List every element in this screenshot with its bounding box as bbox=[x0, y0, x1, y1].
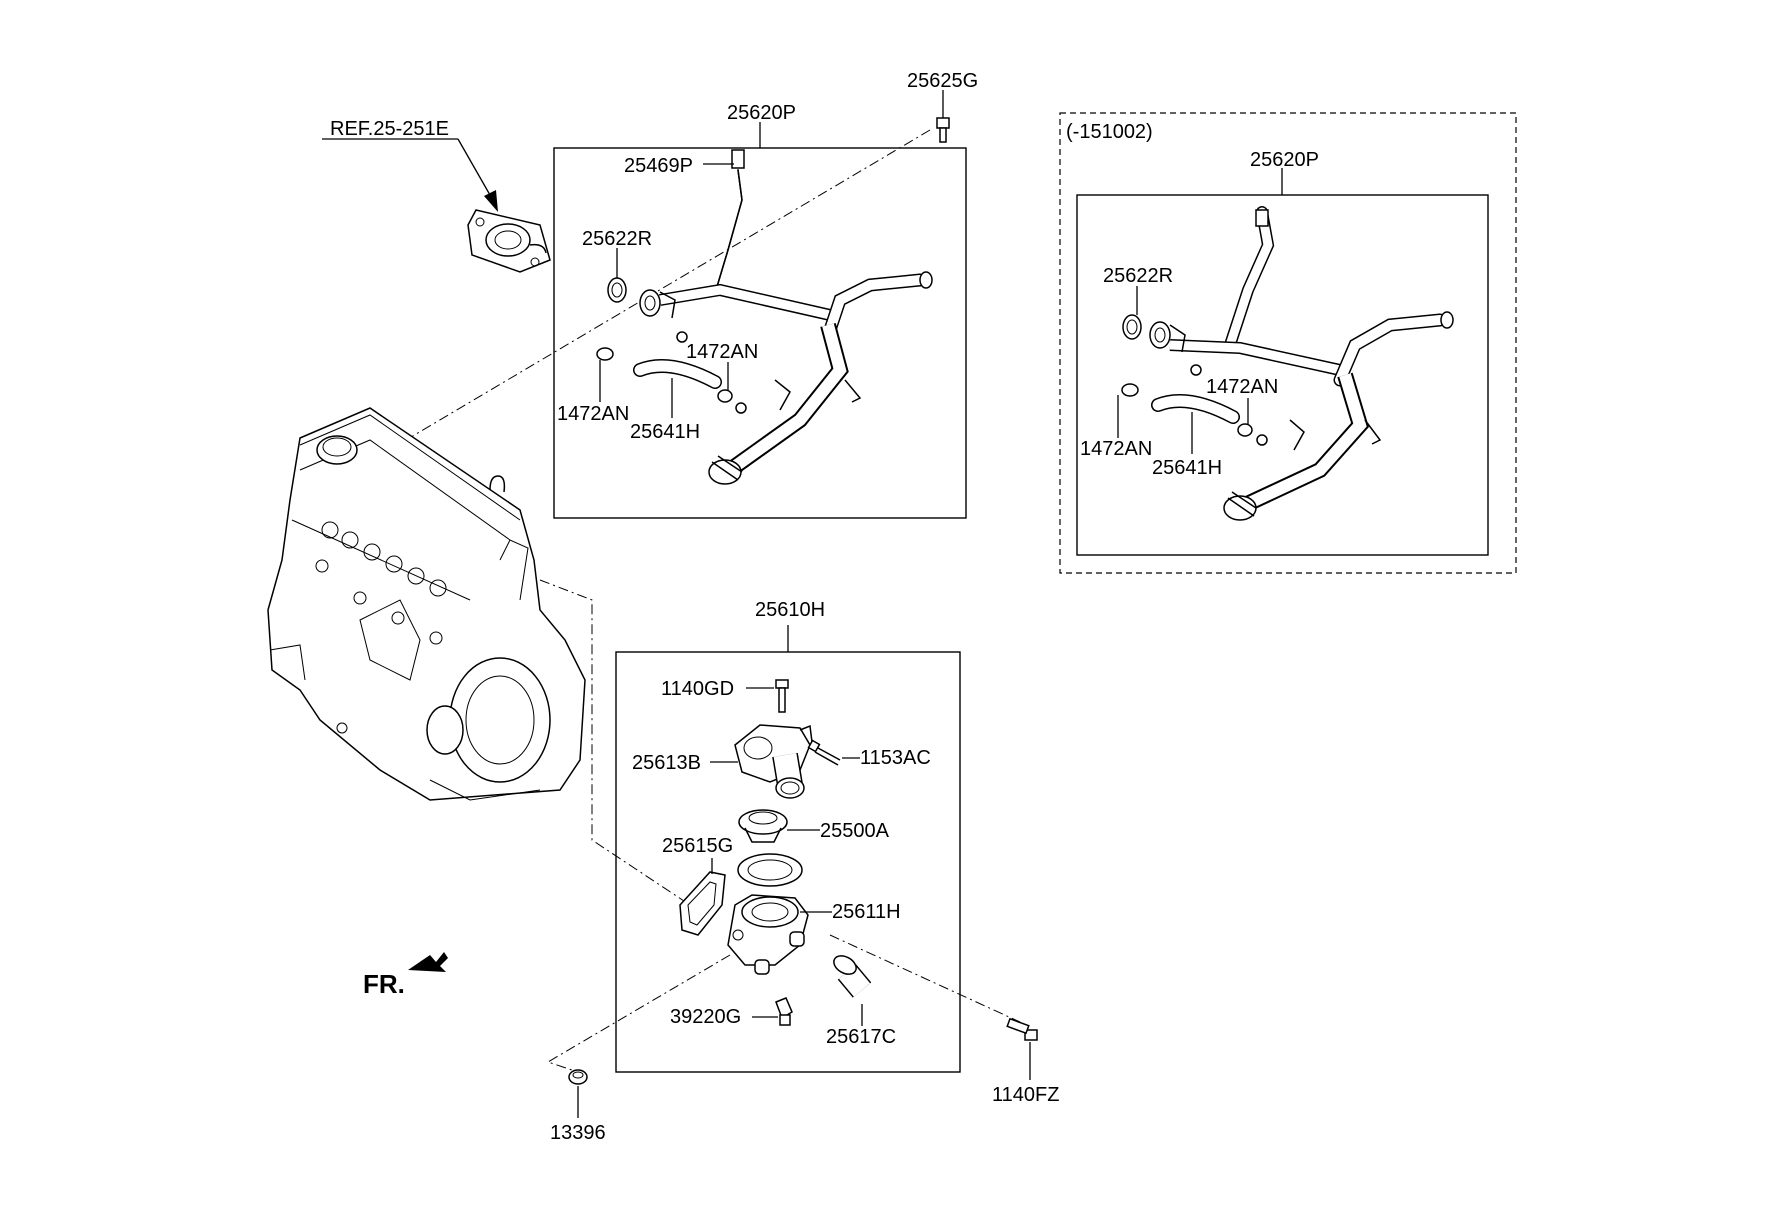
label-25611h: 25611H bbox=[832, 901, 901, 923]
nut-13396 bbox=[568, 1069, 588, 1085]
label-1140fz: 1140FZ bbox=[992, 1084, 1059, 1106]
variant-water-pipe-assembly bbox=[1121, 206, 1454, 521]
bypass-pipe-25617c bbox=[833, 955, 872, 998]
label-25610h: 25610H bbox=[755, 599, 825, 621]
label-1472an-alt-b: 1472AN bbox=[1080, 438, 1152, 460]
water-pipe-assembly bbox=[596, 149, 933, 485]
variant-outer-dashed-box bbox=[1059, 112, 1517, 574]
gasket-25622r-alt bbox=[1122, 314, 1142, 340]
label-25620p-main: 25620P bbox=[727, 102, 796, 124]
label-1140gd: 1140GD bbox=[661, 678, 734, 700]
label-1153ac: 1153AC bbox=[860, 747, 931, 769]
gasket-25615g bbox=[679, 871, 726, 936]
leader-ref-arrow bbox=[484, 190, 498, 212]
thermostat-25500a bbox=[738, 809, 788, 843]
label-25622r-main: 25622R bbox=[582, 228, 652, 250]
label-25641h-main: 25641H bbox=[630, 421, 700, 443]
label-13396: 13396 bbox=[550, 1122, 606, 1144]
engine-block bbox=[267, 407, 586, 801]
label-25613b: 25613B bbox=[632, 752, 701, 774]
label-front-marker: FR. bbox=[363, 969, 405, 999]
label-25641h-alt: 25641H bbox=[1152, 457, 1222, 479]
label-25622r-alt: 25622R bbox=[1103, 265, 1173, 287]
temperature-sensor-39220g bbox=[775, 997, 793, 1026]
label-25625g: 25625G bbox=[907, 70, 978, 92]
ref-line-engine-to-gasket bbox=[539, 579, 691, 906]
label-25620p-alt: 25620P bbox=[1250, 149, 1319, 171]
label-25500a: 25500A bbox=[820, 820, 890, 842]
label-ref-25-251e: REF.25-251E bbox=[330, 118, 449, 140]
thermostat-gasket bbox=[737, 853, 803, 887]
label-1472an-alt-a: 1472AN bbox=[1206, 376, 1278, 398]
leader-ref-diag bbox=[457, 138, 491, 196]
label-variant-code: (-151002) bbox=[1066, 121, 1153, 143]
stud-1153ac bbox=[807, 739, 841, 766]
bolt-25625g bbox=[936, 117, 950, 143]
water-outlet-flange bbox=[467, 209, 551, 273]
thermostat-housing-cover bbox=[734, 724, 813, 799]
label-25469p: 25469P bbox=[624, 155, 693, 177]
variant-pipe-group-box bbox=[1076, 194, 1489, 556]
gasket-25622r-main bbox=[607, 277, 627, 303]
thermostat-housing-body bbox=[727, 894, 809, 975]
label-25617c: 25617C bbox=[826, 1026, 896, 1048]
label-25615g: 25615G bbox=[662, 835, 733, 857]
bolt-1140fz bbox=[1006, 1017, 1038, 1041]
bolt-1140gd bbox=[775, 679, 789, 713]
label-39220g: 39220G bbox=[670, 1006, 741, 1028]
ref-line-housing-to-bolt bbox=[829, 934, 1021, 1023]
ref-line-bolt-to-engine bbox=[405, 129, 931, 441]
label-1472an-main-a: 1472AN bbox=[686, 341, 758, 363]
front-arrow-icon bbox=[408, 952, 448, 972]
label-1472an-main-b: 1472AN bbox=[557, 403, 629, 425]
water-pipe-group-box bbox=[553, 147, 967, 519]
